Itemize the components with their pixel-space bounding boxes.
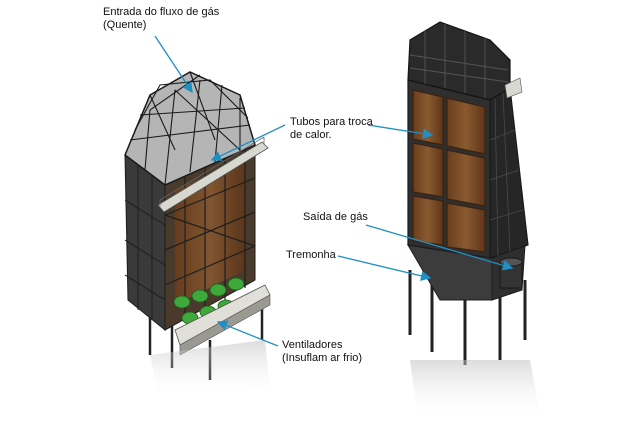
label-fans: Ventiladores (Insuflam ar frio) bbox=[282, 339, 362, 365]
arrow-tubes-right bbox=[367, 124, 434, 139]
label-tubes-line2: de calor. bbox=[290, 129, 332, 141]
callout-arrows bbox=[154, 35, 514, 347]
label-hot-gas-inlet-line1: Entrada do fluxo de gás bbox=[103, 6, 220, 18]
label-hot-gas-inlet: Entrada do fluxo de gás (Quente) bbox=[103, 6, 219, 32]
label-heat-exchange-tubes: Tubos para troca de calor. bbox=[290, 116, 373, 142]
label-hot-gas-inlet-line2: (Quente) bbox=[103, 19, 147, 31]
arrow-hopper bbox=[337, 255, 432, 281]
left-unit bbox=[124, 71, 271, 400]
arrow-fans bbox=[216, 320, 279, 347]
right-unit bbox=[407, 21, 540, 420]
label-gas-outlet-text: Saída de gás bbox=[303, 211, 368, 223]
label-hopper: Tremonha bbox=[286, 249, 336, 262]
heat-exchange-panels bbox=[412, 89, 486, 253]
label-fans-line1: Ventiladores bbox=[282, 339, 343, 351]
arrow-gas-outlet bbox=[365, 224, 514, 271]
label-tubes-line1: Tubos para troca bbox=[290, 116, 373, 128]
label-gas-outlet: Saída de gás bbox=[303, 211, 368, 224]
label-fans-line2: (Insuflam ar frio) bbox=[282, 352, 363, 364]
arrow-tubes-left bbox=[210, 124, 286, 161]
label-hopper-text: Tremonha bbox=[286, 249, 336, 261]
arrow-hot-gas-inlet bbox=[154, 35, 193, 94]
